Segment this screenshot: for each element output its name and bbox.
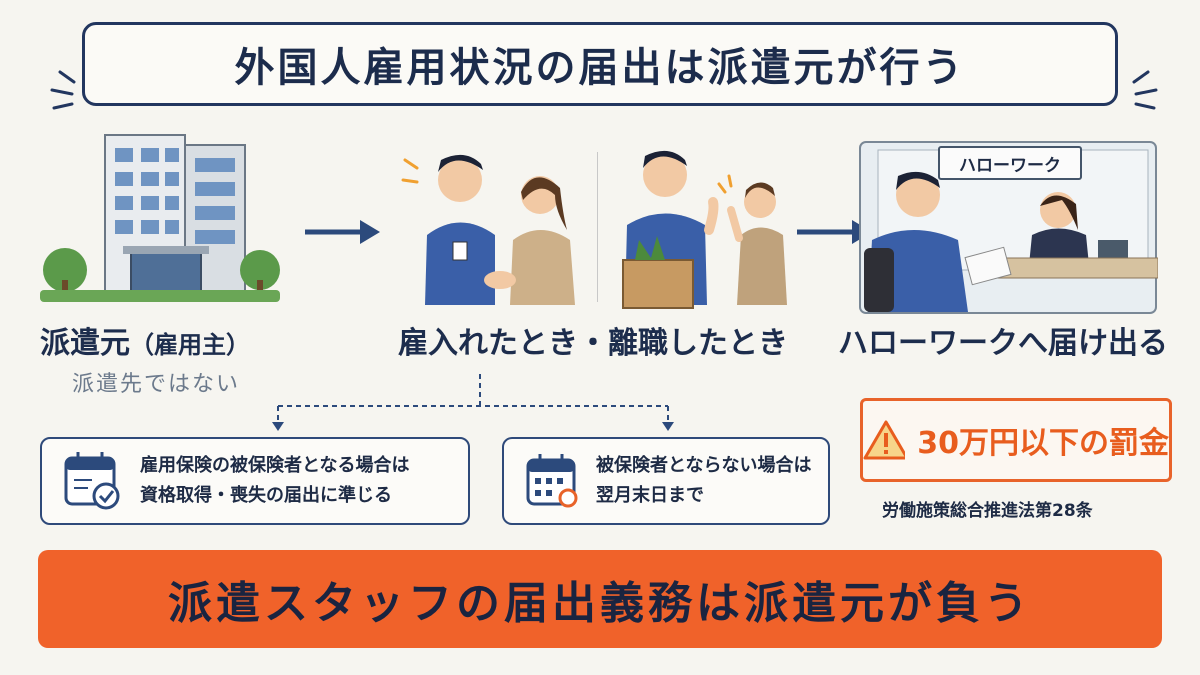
penalty-box: 30万円以下の罰金 bbox=[860, 398, 1172, 482]
emphasis-marks-right bbox=[1132, 70, 1158, 110]
case-insured-line2: 資格取得・喪失の届出に準じる bbox=[140, 485, 392, 506]
case-box-uninsured: 被保険者とならない場合は 翌月末日まで bbox=[502, 437, 830, 525]
calendar-check-icon bbox=[64, 452, 120, 510]
title-box: 外国人雇用状況の届出は派遣元が行う bbox=[82, 22, 1118, 106]
hello-work-sign: ハローワーク bbox=[938, 146, 1082, 180]
office-label: ハローワークへ届け出る bbox=[838, 326, 1168, 361]
event-label: 雇入れたとき・離職したとき bbox=[398, 326, 788, 361]
case-uninsured-text: 被保険者とならない場合は 翌月末日まで bbox=[596, 451, 811, 511]
law-reference: 労働施策総合推進法第28条 bbox=[882, 501, 1093, 521]
case-insured-line1: 雇用保険の被保険者となる場合は bbox=[140, 455, 410, 476]
hiring-handshake-illustration bbox=[401, 154, 575, 305]
employer-label: 派遣元 （雇用主） bbox=[40, 318, 250, 362]
flow-arrow-1 bbox=[305, 220, 380, 244]
warning-icon bbox=[863, 420, 906, 460]
hello-work-sign-text: ハローワーク bbox=[959, 155, 1061, 176]
conclusion-banner: 派遣スタッフの届出義務は派遣元が負う bbox=[38, 550, 1162, 648]
page-title: 外国人雇用状況の届出は派遣元が行う bbox=[234, 45, 966, 91]
employer-label-note: （雇用主） bbox=[130, 331, 250, 359]
leaving-job-illustration bbox=[622, 150, 787, 309]
emphasis-marks-left bbox=[50, 70, 76, 110]
calendar-deadline-icon bbox=[526, 454, 578, 508]
case-uninsured-line1: 被保険者とならない場合は bbox=[596, 455, 812, 476]
employer-label-text: 派遣元 bbox=[40, 326, 130, 361]
penalty-text: 30万円以下の罰金 bbox=[917, 426, 1169, 461]
case-box-insured: 雇用保険の被保険者となる場合は 資格取得・喪失の届出に準じる bbox=[40, 437, 470, 525]
separator-line bbox=[597, 152, 598, 302]
branch-connector bbox=[272, 374, 674, 431]
employer-sub-label: 派遣先ではない bbox=[72, 372, 241, 397]
case-insured-text: 雇用保険の被保険者となる場合は 資格取得・喪失の届出に準じる bbox=[140, 451, 409, 511]
office-building-illustration bbox=[40, 134, 280, 302]
case-uninsured-line2: 翌月末日まで bbox=[596, 485, 704, 506]
conclusion-text: 派遣スタッフの届出義務は派遣元が負う bbox=[168, 578, 1032, 629]
